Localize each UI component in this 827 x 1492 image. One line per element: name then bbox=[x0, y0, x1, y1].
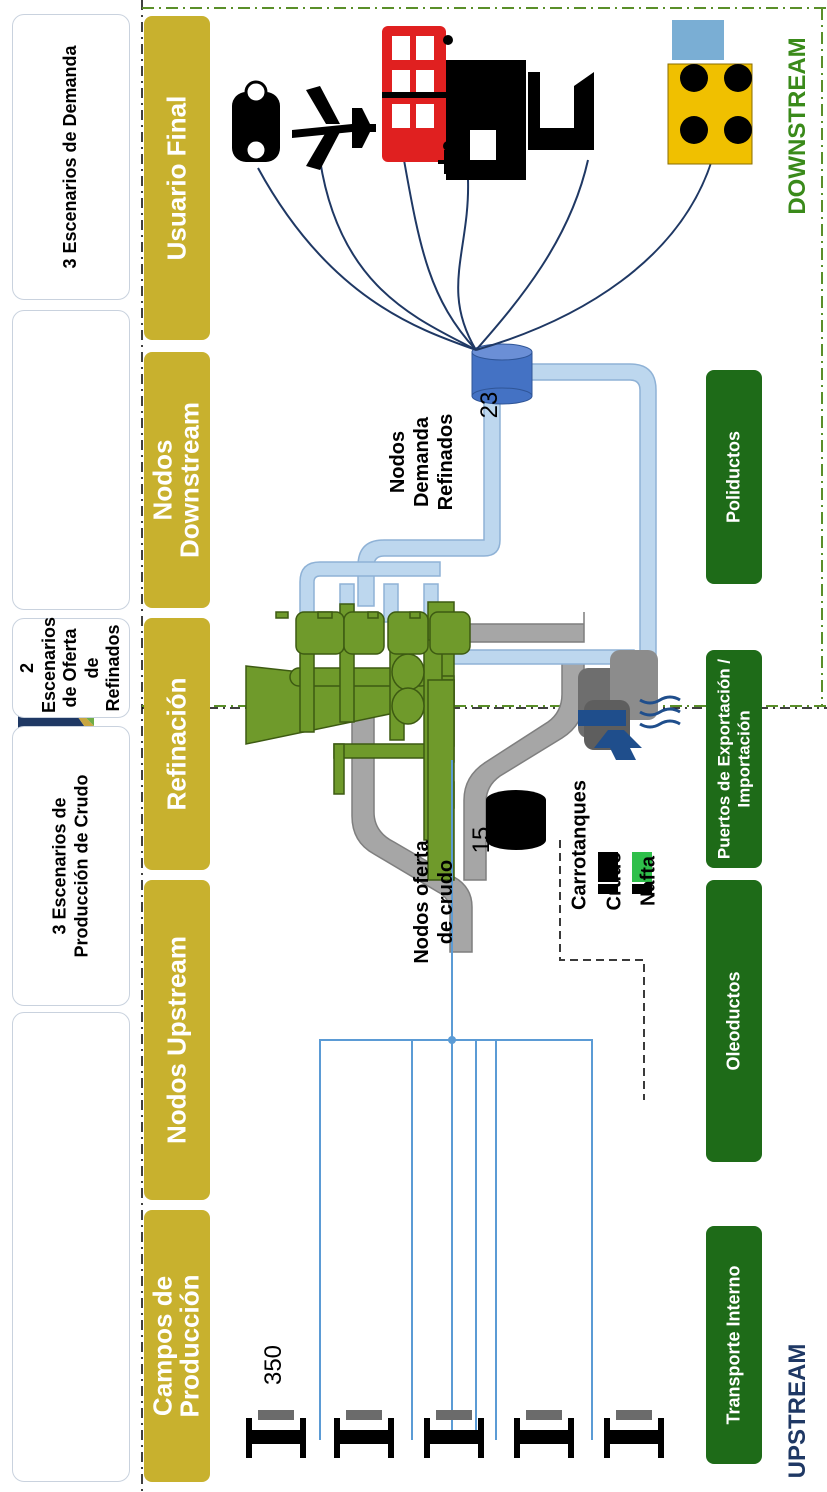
oil-derrick-icon bbox=[334, 1410, 394, 1458]
storage-tank-icon-upstream bbox=[486, 790, 546, 850]
section-upstream: UPSTREAM bbox=[776, 1336, 820, 1486]
tanker-truck-icon bbox=[598, 852, 652, 894]
storage-tank-icon-downstream bbox=[471, 343, 533, 405]
stage-nodos-upstream-label: Nodos Upstream bbox=[161, 935, 192, 1145]
pipe-refinery-link bbox=[463, 612, 585, 643]
card-demanda-chart bbox=[12, 310, 130, 610]
stage-campos-produccion: Campos de Producción bbox=[144, 1210, 210, 1482]
refinery-icon bbox=[245, 601, 471, 881]
label-350: 350 bbox=[254, 1330, 294, 1400]
stage-refinacion: Refinación bbox=[144, 618, 210, 870]
card-demanda-label: 3 Escenarios de Demanda bbox=[60, 45, 81, 269]
factory-icon bbox=[528, 72, 594, 150]
card-oferta-label: 2 Escenarios de Oferta de Refinados bbox=[17, 616, 124, 713]
oil-derrick-icon bbox=[514, 1410, 574, 1458]
oil-derrick-icons bbox=[246, 1410, 664, 1458]
label-crudo: Crudo bbox=[598, 846, 632, 916]
label-nodos-oferta-text: Nodos oferta de crudo bbox=[411, 840, 457, 964]
oil-derrick-icon bbox=[424, 1410, 484, 1458]
transport-poliductos: Poliductos bbox=[706, 370, 762, 584]
stage-usuario-final: Usuario Final bbox=[144, 16, 210, 340]
label-nodos-demanda-text: Nodos Demanda Refinados bbox=[387, 413, 457, 511]
transport-puertos-label: Puertos de Exportación / Importación bbox=[714, 658, 753, 860]
stage-nodos-downstream: Nodos Downstream bbox=[144, 352, 210, 608]
gathering-network bbox=[319, 760, 645, 1440]
oleoducto-pipes bbox=[351, 612, 585, 953]
oil-derrick-icon bbox=[246, 1410, 306, 1458]
oil-derrick-icon bbox=[604, 1410, 664, 1458]
stage-usuario-final-label: Usuario Final bbox=[161, 95, 192, 261]
stage-campos-label: Campos de Producción bbox=[147, 1274, 205, 1418]
transport-oleoductos-label: Oleoductos bbox=[723, 971, 744, 1071]
card-produccion-label: 3 Escenarios de Producción de Crudo bbox=[49, 774, 91, 958]
label-23-text: 23 bbox=[476, 391, 503, 419]
demand-curves bbox=[257, 159, 713, 351]
label-15: 15 bbox=[462, 820, 502, 860]
port-ship-icon bbox=[578, 695, 681, 760]
card-produccion-chart bbox=[12, 1012, 130, 1482]
ship-icon bbox=[438, 60, 526, 180]
transport-poliductos-label: Poliductos bbox=[723, 430, 744, 524]
label-350-text: 350 bbox=[260, 1344, 287, 1386]
section-downstream-label: DOWNSTREAM bbox=[784, 37, 811, 215]
card-oferta-refinados: 2 Escenarios de Oferta de Refinados bbox=[12, 616, 130, 718]
label-23: 23 bbox=[470, 380, 510, 430]
label-nodos-demanda: Nodos Demanda Refinados bbox=[372, 380, 472, 544]
dump-truck-icon bbox=[667, 20, 753, 165]
pipe-left bbox=[351, 701, 473, 953]
transport-oleoductos: Oleoductos bbox=[706, 880, 762, 1162]
bus-icon bbox=[382, 26, 453, 162]
airplane-icon bbox=[292, 86, 376, 170]
section-downstream: DOWNSTREAM bbox=[776, 16, 820, 236]
transport-puertos: Puertos de Exportación / Importación bbox=[706, 650, 762, 868]
stage-nodos-downstream-label: Nodos Downstream bbox=[147, 401, 205, 559]
stage-refinacion-label: Refinación bbox=[161, 677, 192, 811]
transport-interno: Transporte Interno bbox=[706, 1226, 762, 1464]
label-15-text: 15 bbox=[468, 826, 495, 854]
label-nafta: Nafta bbox=[632, 846, 666, 916]
section-upstream-label: UPSTREAM bbox=[784, 1343, 811, 1479]
network-junction bbox=[448, 1036, 456, 1044]
label-nafta-text: Nafta bbox=[637, 855, 660, 907]
label-crudo-text: Crudo bbox=[603, 851, 626, 911]
card-produccion-crudo: 3 Escenarios de Producción de Crudo bbox=[12, 726, 130, 1006]
card-demanda: 3 Escenarios de Demanda bbox=[12, 14, 130, 300]
stage-nodos-upstream: Nodos Upstream bbox=[144, 880, 210, 1200]
transport-interno-label: Transporte Interno bbox=[723, 1265, 744, 1425]
car-icon bbox=[232, 80, 280, 162]
label-carrotanques-text: Carrotanques bbox=[568, 779, 591, 911]
label-carrotanques: Carrotanques bbox=[560, 780, 600, 910]
